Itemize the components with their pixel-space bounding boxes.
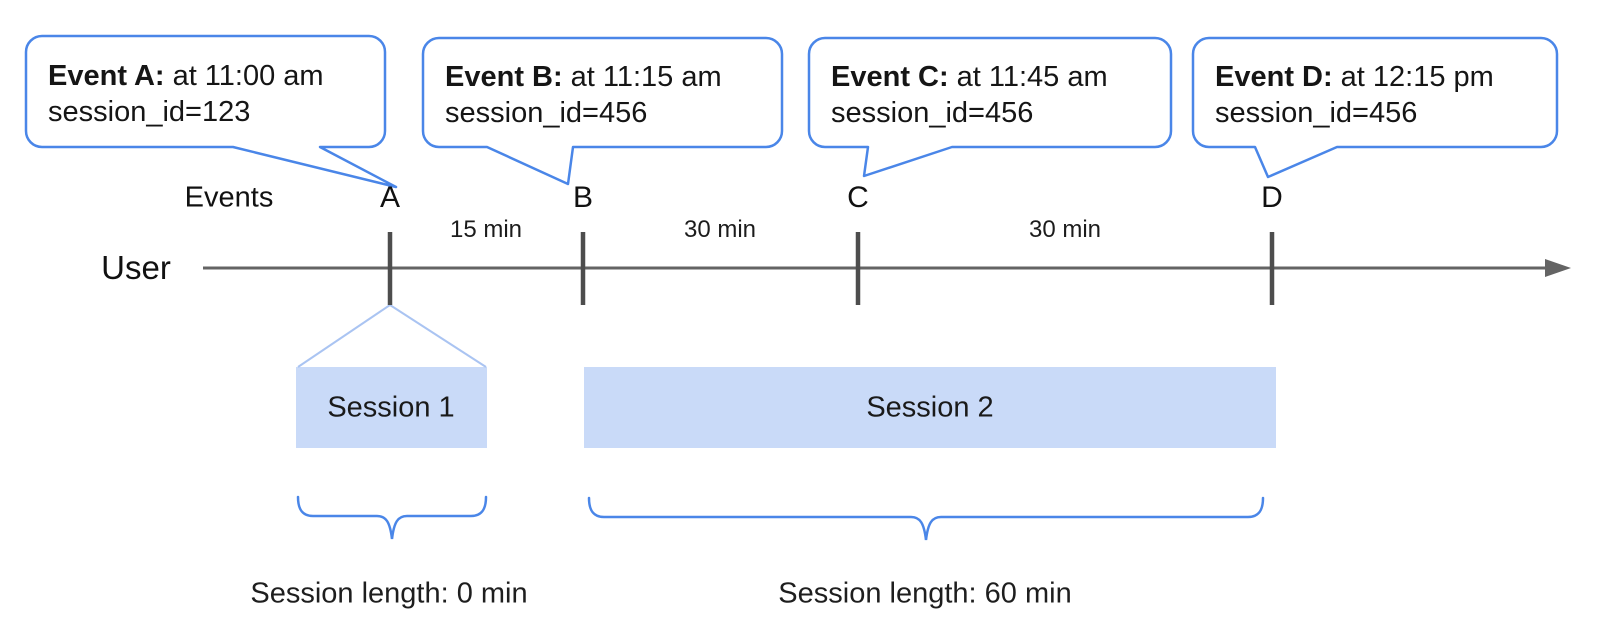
callout-text-event-a: Event A:at 11:00 am session_id=123: [48, 58, 324, 130]
gap-label-a-b: 15 min: [449, 216, 523, 243]
event-b-label: Event B:: [445, 61, 563, 93]
event-d-session-id: session_id=456: [1215, 97, 1418, 129]
session-1-brace: [296, 495, 488, 540]
event-b-session-id: session_id=456: [445, 97, 648, 129]
session-1-label: Session 1: [327, 391, 455, 424]
session-1-fan-left-line: [297, 304, 391, 368]
callout-text-event-d: Event D:at 12:15 pm session_id=456: [1215, 59, 1494, 131]
callout-line-1: Event D:at 12:15 pm: [1215, 59, 1494, 95]
event-letter-a: A: [379, 181, 401, 214]
callout-bubble-event-c: [807, 36, 1173, 178]
session-1-fan-right-line: [389, 304, 487, 368]
session-1-length-label: Session length: 0 min: [250, 577, 528, 610]
callout-bubble-event-b: [421, 36, 784, 186]
timeline-arrowhead-icon: [1545, 259, 1571, 277]
callout-line-1: Event A:at 11:00 am: [48, 58, 324, 94]
event-b-time: at 11:15 am: [570, 61, 722, 93]
user-axis-label: User: [101, 249, 171, 286]
event-a-time: at 11:00 am: [172, 60, 324, 92]
gap-label-c-d: 30 min: [1028, 216, 1102, 243]
session-2-box: [584, 367, 1276, 448]
session-2-label: Session 2: [866, 391, 994, 424]
callout-line-1: Event B:at 11:15 am: [445, 59, 722, 95]
event-c-label: Event C:: [831, 61, 949, 93]
event-a-label: Event A:: [48, 60, 165, 92]
callout-line-1: Event C:at 11:45 am: [831, 59, 1108, 95]
session-2-brace: [587, 496, 1265, 541]
event-letter-c: C: [847, 181, 869, 214]
events-axis-label: Events: [184, 181, 274, 214]
callout-bubble-event-a: [24, 34, 398, 189]
event-d-time: at 12:15 pm: [1340, 61, 1494, 93]
event-c-session-id: session_id=456: [831, 97, 1034, 129]
callout-text-event-b: Event B:at 11:15 am session_id=456: [445, 59, 722, 131]
callout-bubble-event-d: [1191, 36, 1559, 179]
event-d-label: Event D:: [1215, 61, 1333, 93]
event-letter-d: D: [1261, 181, 1283, 214]
session-2-length-label: Session length: 60 min: [778, 577, 1072, 610]
event-a-session-id: session_id=123: [48, 96, 251, 128]
event-letter-b: B: [572, 181, 594, 214]
callout-text-event-c: Event C:at 11:45 am session_id=456: [831, 59, 1108, 131]
session-1-box: [296, 367, 487, 448]
gap-label-b-c: 30 min: [683, 216, 757, 243]
event-c-time: at 11:45 am: [956, 61, 1108, 93]
